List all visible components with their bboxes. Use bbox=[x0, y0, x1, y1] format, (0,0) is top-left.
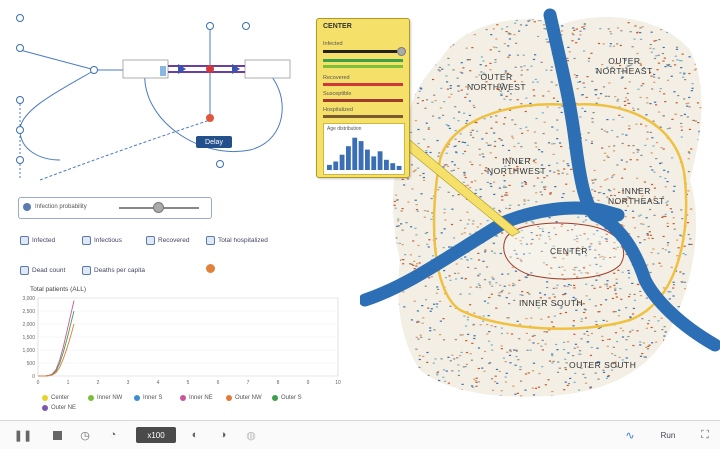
histogram-bar bbox=[365, 150, 370, 170]
region-popup: CENTER Infected Recovered Susceptible Ho… bbox=[316, 18, 410, 178]
histogram-bar bbox=[359, 141, 364, 170]
fullscreen-button[interactable]: ⛶ bbox=[698, 427, 712, 443]
stop-icon bbox=[53, 431, 62, 440]
run-logo-button[interactable]: ∿ bbox=[622, 427, 638, 443]
stop-button[interactable] bbox=[50, 427, 64, 443]
histogram-bar bbox=[384, 160, 389, 170]
popup-bar bbox=[323, 59, 403, 62]
popup-bar bbox=[323, 115, 403, 118]
popup-bar bbox=[323, 65, 403, 68]
histogram-bar bbox=[378, 151, 383, 170]
pause-button[interactable]: ❚❚ bbox=[16, 427, 30, 443]
popup-row-label: Infected bbox=[323, 41, 343, 47]
histogram-bar bbox=[327, 165, 332, 170]
faster-button[interactable]: ◑ bbox=[216, 427, 230, 443]
histogram-bar bbox=[390, 163, 395, 170]
histogram-bar bbox=[340, 155, 345, 170]
histogram-bar bbox=[371, 156, 376, 170]
histogram-bar bbox=[346, 146, 351, 170]
histogram-label: Age distribution bbox=[327, 126, 361, 132]
fullscreen-icon: ⛶ bbox=[701, 429, 709, 442]
step-back-button[interactable]: ◷ bbox=[78, 427, 92, 443]
popup-bar bbox=[323, 83, 403, 86]
popup-row-label: Recovered bbox=[323, 75, 350, 81]
popup-title: CENTER bbox=[323, 23, 352, 30]
popup-histogram: Age distribution bbox=[323, 123, 405, 175]
forward-icon: ◑ bbox=[220, 429, 227, 441]
pause-icon: ❚❚ bbox=[14, 429, 32, 442]
popup-bar bbox=[323, 99, 403, 102]
playback-toolbar: ❚❚ ◷ ◔ x100 ◐ ◑ ◍ ∿ Run ⛶ bbox=[0, 420, 720, 449]
slower-button[interactable]: ◐ bbox=[188, 427, 202, 443]
histogram-bars bbox=[326, 134, 402, 172]
reset-button[interactable]: ◔ bbox=[106, 427, 120, 443]
run-label[interactable]: Run bbox=[648, 427, 688, 443]
wave-logo-icon: ∿ bbox=[625, 429, 634, 442]
popup-bar bbox=[323, 50, 397, 53]
popup-row-label: Susceptible bbox=[323, 91, 351, 97]
gear-icon: ◍ bbox=[246, 429, 256, 442]
popup-slider-handle[interactable] bbox=[397, 47, 406, 56]
histogram-bar bbox=[352, 138, 357, 170]
speed-indicator[interactable]: x100 bbox=[136, 427, 176, 443]
rewind-icon: ◐ bbox=[192, 429, 199, 441]
histogram-bar bbox=[397, 166, 402, 170]
clock-icon: ◔ bbox=[110, 429, 117, 441]
popup-row-label: Hospitalized bbox=[323, 107, 353, 113]
step-icon: ◷ bbox=[80, 429, 90, 442]
settings-button[interactable]: ◍ bbox=[244, 427, 258, 443]
histogram-bar bbox=[333, 162, 338, 171]
